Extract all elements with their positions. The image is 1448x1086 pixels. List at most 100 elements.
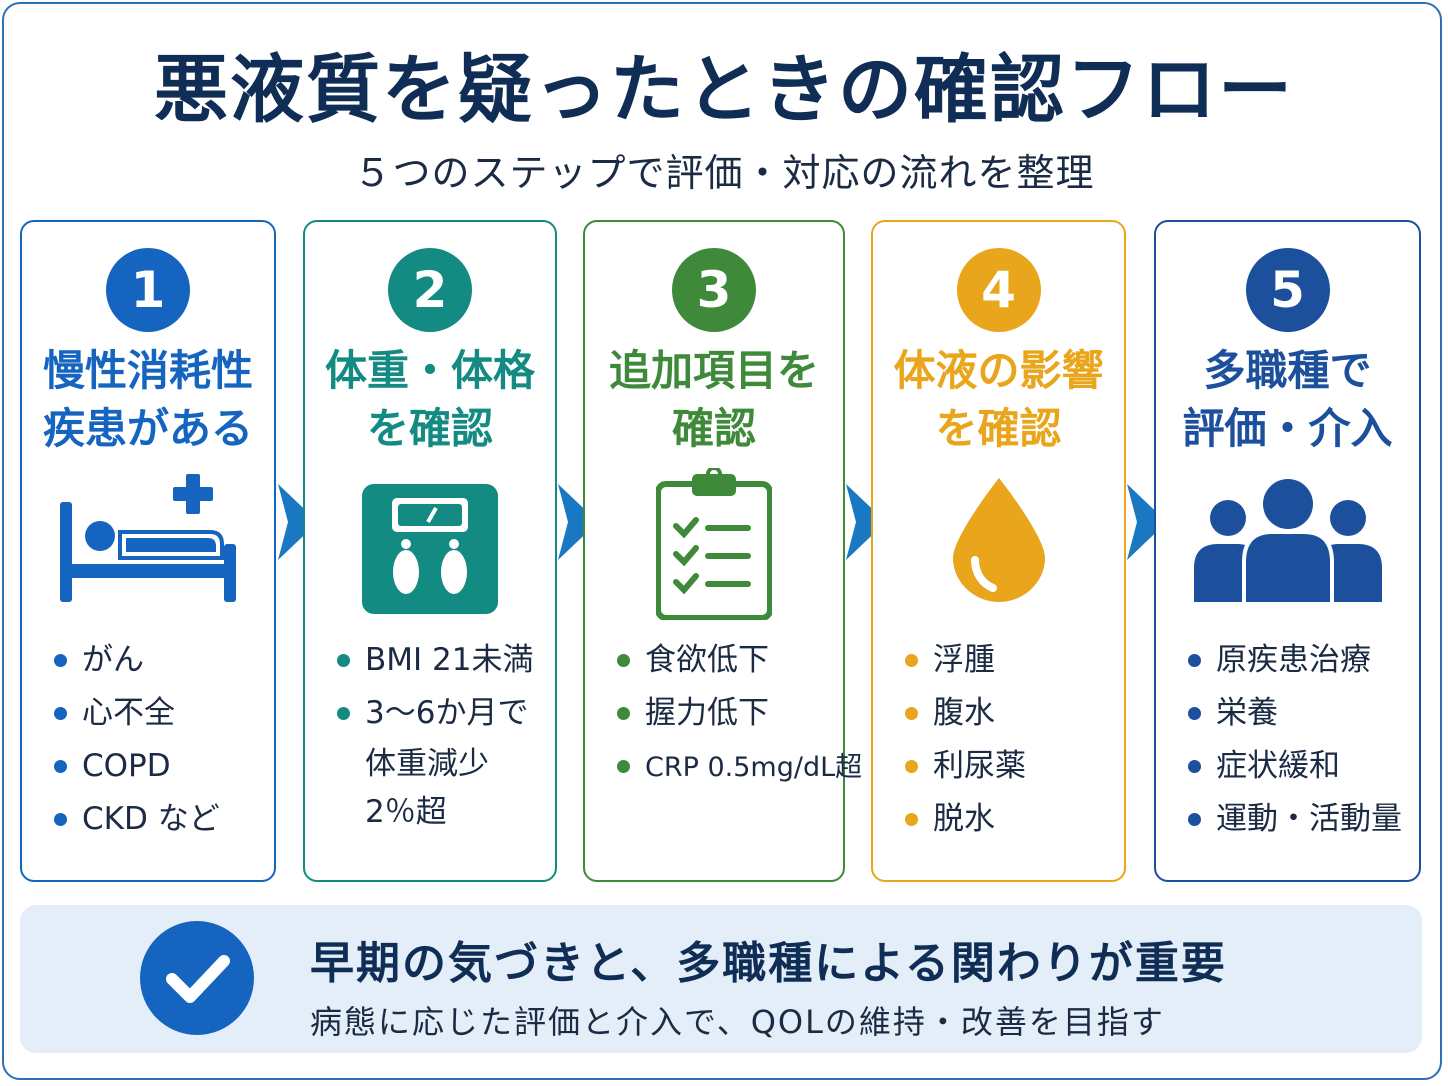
step-title: 多職種で 評価・介入 xyxy=(1156,342,1419,458)
list-item: がん xyxy=(52,634,266,687)
step-items: 浮腫腹水利尿薬脱水 xyxy=(903,634,1116,846)
list-item: 3〜6か月で xyxy=(335,687,547,740)
list-item-text: 症状緩和 xyxy=(1216,748,1340,784)
checkmark-icon xyxy=(140,921,254,1035)
list-item-text: CKD など xyxy=(82,801,220,837)
step-title: 体液の影響 を確認 xyxy=(873,342,1124,458)
list-item: 腹水 xyxy=(903,687,1116,740)
list-item-text: 原疾患治療 xyxy=(1216,642,1371,678)
list-item-text: がん xyxy=(82,642,144,678)
list-item: 握力低下 xyxy=(615,687,835,740)
bullet-dot-icon xyxy=(617,707,630,720)
summary-sub-text: 病態に応じた評価と介入で、QOLの維持・改善を目指す xyxy=(310,1003,1165,1041)
bullet-dot-icon xyxy=(1188,654,1201,667)
step-title-line2: 確認 xyxy=(671,404,756,453)
bullet-dot-icon xyxy=(337,654,350,667)
list-item-text: 食欲低下 xyxy=(645,642,769,678)
list-item-text: 脱水 xyxy=(933,801,995,837)
bullet-dot-icon xyxy=(905,813,918,826)
step-card-4: 4 体液の影響 を確認 浮腫腹水利尿薬脱水 xyxy=(871,220,1126,882)
bullet-dot-icon xyxy=(54,813,67,826)
list-item: COPD xyxy=(52,740,266,793)
list-item-text: 浮腫 xyxy=(933,642,995,678)
bullet-dot-icon xyxy=(905,707,918,720)
arrow-right-icon xyxy=(278,484,318,560)
list-item: 体重減少 xyxy=(335,740,547,788)
list-item-text: 2％超 xyxy=(365,794,447,830)
step-card-1: 1 慢性消耗性 疾患がある がん心不全 COPD CKD など xyxy=(20,220,276,882)
list-item-text: 体重減少 xyxy=(365,746,489,782)
step-title-line2: を確認 xyxy=(935,404,1062,453)
step-title-line1: 追加項目を xyxy=(608,346,819,395)
bullet-dot-icon xyxy=(905,654,918,667)
step-items: 原疾患治療栄養症状緩和運動・活動量 xyxy=(1186,634,1411,846)
team-people-icon xyxy=(1193,478,1382,606)
list-item: 心不全 xyxy=(52,687,266,740)
bullet-dot-icon xyxy=(1188,813,1201,826)
step-title: 慢性消耗性 疾患がある xyxy=(22,342,274,458)
list-item-text: BMI 21未満 xyxy=(365,642,534,678)
list-item: CKD など xyxy=(52,793,266,846)
step-title-line1: 多職種で xyxy=(1203,346,1372,395)
step-card-2: 2 体重・体格 を確認 BMI 21未満 3〜6か月で体重減少 2％超 xyxy=(303,220,557,882)
step-title-line2: 評価・介入 xyxy=(1182,404,1393,453)
hospital-bed-icon xyxy=(60,472,236,606)
bullet-dot-icon xyxy=(617,654,630,667)
list-item: 原疾患治療 xyxy=(1186,634,1411,687)
step-number-badge: 5 xyxy=(1245,248,1330,332)
page-title: 悪液質を疑ったときの確認フロー xyxy=(154,47,1294,133)
step-card-5: 5 多職種で 評価・介入 原疾患治療栄養症状緩和運動・活動量 xyxy=(1154,220,1421,882)
step-title: 追加項目を 確認 xyxy=(585,342,843,458)
water-drop-icon xyxy=(952,478,1045,606)
list-item: 栄養 xyxy=(1186,687,1411,740)
bullet-dot-icon xyxy=(54,760,67,773)
step-items: 食欲低下握力低下 CRP 0.5mg/dL超 xyxy=(615,634,862,794)
list-item-text: CRP 0.5mg/dL超 xyxy=(645,752,863,783)
bullet-dot-icon xyxy=(1188,760,1201,773)
list-item: 脱水 xyxy=(903,793,1116,846)
arrow-right-icon xyxy=(558,484,598,560)
list-item-text: COPD xyxy=(82,748,171,784)
list-item-text: 運動・活動量 xyxy=(1216,801,1402,837)
step-number-badge: 2 xyxy=(388,248,472,332)
arrow-right-icon xyxy=(1127,484,1167,560)
arrow-right-icon xyxy=(846,484,886,560)
step-title-line1: 慢性消耗性 xyxy=(42,346,253,395)
step-title-line1: 体液の影響 xyxy=(893,346,1104,395)
list-item-text: 3〜6か月で xyxy=(365,695,529,731)
bullet-dot-icon xyxy=(1188,707,1201,720)
list-item: CRP 0.5mg/dL超 xyxy=(615,740,862,794)
step-title-line2: を確認 xyxy=(366,404,493,453)
list-item: BMI 21未満 xyxy=(335,634,547,687)
list-item: 症状緩和 xyxy=(1186,740,1411,793)
summary-main-text: 早期の気づきと、多職種による関わりが重要 xyxy=(310,938,1227,989)
bullet-dot-icon xyxy=(337,707,350,720)
list-item-text: 栄養 xyxy=(1216,695,1278,731)
page-subtitle: ５つのステップで評価・対応の流れを整理 xyxy=(353,151,1095,195)
step-items: がん心不全 COPD CKD など xyxy=(52,634,266,846)
list-item: 食欲低下 xyxy=(615,634,835,687)
weight-scale-icon xyxy=(362,484,498,618)
step-number-badge: 1 xyxy=(106,248,190,332)
step-title: 体重・体格 を確認 xyxy=(305,342,555,458)
bullet-dot-icon xyxy=(54,707,67,720)
step-number-badge: 3 xyxy=(672,248,756,332)
step-title-line1: 体重・体格 xyxy=(324,346,535,395)
list-item-text: 心不全 xyxy=(82,695,175,731)
list-item: 2％超 xyxy=(335,788,547,836)
step-card-3: 3 追加項目を 確認 食欲低下握力低下 CRP 0.5mg/dL超 xyxy=(583,220,862,882)
step-items: BMI 21未満 3〜6か月で体重減少 2％超 xyxy=(335,634,547,836)
step-title-line2: 疾患がある xyxy=(42,404,253,453)
summary-banner: 早期の気づきと、多職種による関わりが重要 病態に応じた評価と介入で、QOLの維持… xyxy=(20,905,1422,1053)
bullet-dot-icon xyxy=(617,760,630,773)
list-item-text: 握力低下 xyxy=(645,695,769,731)
checklist-clipboard-icon xyxy=(655,466,773,624)
list-item: 浮腫 xyxy=(903,634,1116,687)
list-item: 運動・活動量 xyxy=(1186,793,1411,846)
bullet-dot-icon xyxy=(54,654,67,667)
bullet-dot-icon xyxy=(905,760,918,773)
list-item-text: 腹水 xyxy=(933,695,995,731)
step-number-badge: 4 xyxy=(956,248,1041,332)
list-item-text: 利尿薬 xyxy=(933,748,1026,784)
list-item: 利尿薬 xyxy=(903,740,1116,793)
